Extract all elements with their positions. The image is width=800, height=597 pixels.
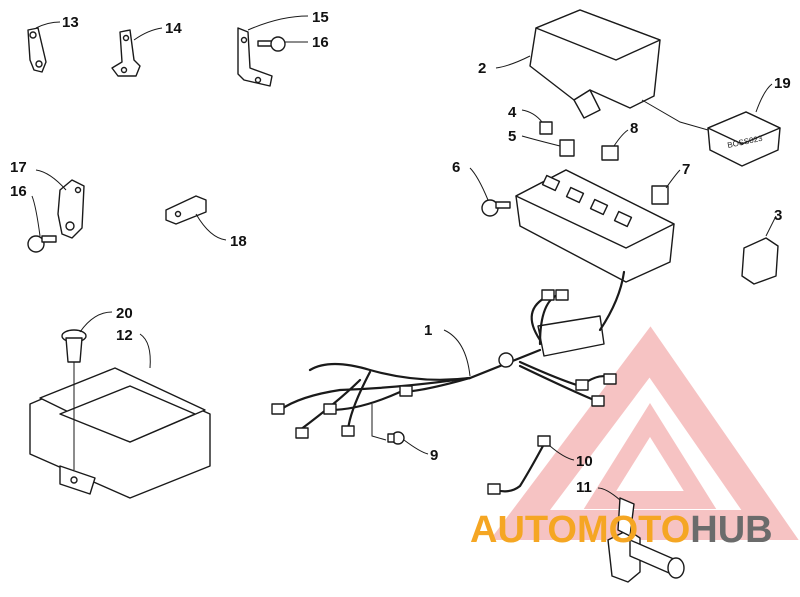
part-18-plate [165,195,207,225]
fusebox-base [515,169,675,283]
leader-15 [247,15,309,31]
leader-16-left [31,195,41,237]
leader-7 [665,169,681,189]
part-16-bolt-top [257,36,286,52]
leader-11 [597,487,621,501]
part-5-relay [559,139,575,157]
watermark-part1: AUTOM [470,509,609,551]
part-15-bracket [237,27,273,87]
leader-9 [403,439,429,455]
part-2-fusebox-cover [529,9,661,119]
leader-10 [549,445,575,461]
leader-19 [755,83,773,113]
leader-1 [443,329,471,377]
callout-17: 17 [10,159,27,176]
leader-18 [195,213,227,241]
leader-5 [521,135,561,147]
watermark-text: AUTOMOTOHUB [470,509,773,551]
leader-8 [613,129,629,147]
bracket-line-9 [371,404,387,441]
callout-13: 13 [62,14,79,31]
callout-6: 6 [452,159,460,176]
callout-19: 19 [774,75,791,92]
leader-19-link [641,99,709,131]
part-20-screw [61,329,87,470]
callout-16-left: 16 [10,183,27,200]
callout-5: 5 [508,128,516,145]
callout-7: 7 [682,161,690,178]
callout-15: 15 [312,9,329,26]
callout-11: 11 [576,479,592,496]
callout-4: 4 [508,104,517,121]
leader-17 [35,169,67,191]
part-9-bolt [387,431,405,445]
part-12-control-module [29,367,211,499]
leader-13 [35,21,61,29]
leader-3 [765,215,777,237]
callout-10: 10 [576,453,593,470]
watermark-part2: OTO [609,509,691,551]
part-10-sub-harness [487,435,551,495]
part-16-bolt-left [27,235,57,253]
part-1-wiring-harness [271,270,626,439]
part-13-bracket [27,27,47,73]
callout-18: 18 [230,233,247,250]
leader-4 [521,109,543,123]
callout-12: 12 [116,327,133,344]
watermark-part3: HUB [690,509,772,551]
callout-1: 1 [424,322,432,339]
part-3-connector [741,237,779,285]
callout-14: 14 [165,20,182,37]
part-6-bolt [481,199,511,217]
leader-14 [133,27,163,41]
callout-8: 8 [630,120,638,137]
part-19-label-block: BOSS023 [707,111,781,167]
callout-9: 9 [430,447,438,464]
leader-6 [469,167,489,201]
leader-2 [495,55,531,69]
callout-16-top: 16 [312,34,329,51]
part-14-bracket [111,29,141,77]
part-7-relay [651,185,669,205]
watermark-triangle [489,326,799,540]
part-8-relay [601,145,619,161]
callout-2: 2 [478,60,486,77]
callout-20: 20 [116,305,133,322]
part-17-bracket [57,179,85,239]
leader-20 [79,311,113,333]
part-11-sensor [607,497,685,583]
leader-12 [139,333,151,369]
callout-3: 3 [774,207,782,224]
part-4-fuse [539,121,553,135]
